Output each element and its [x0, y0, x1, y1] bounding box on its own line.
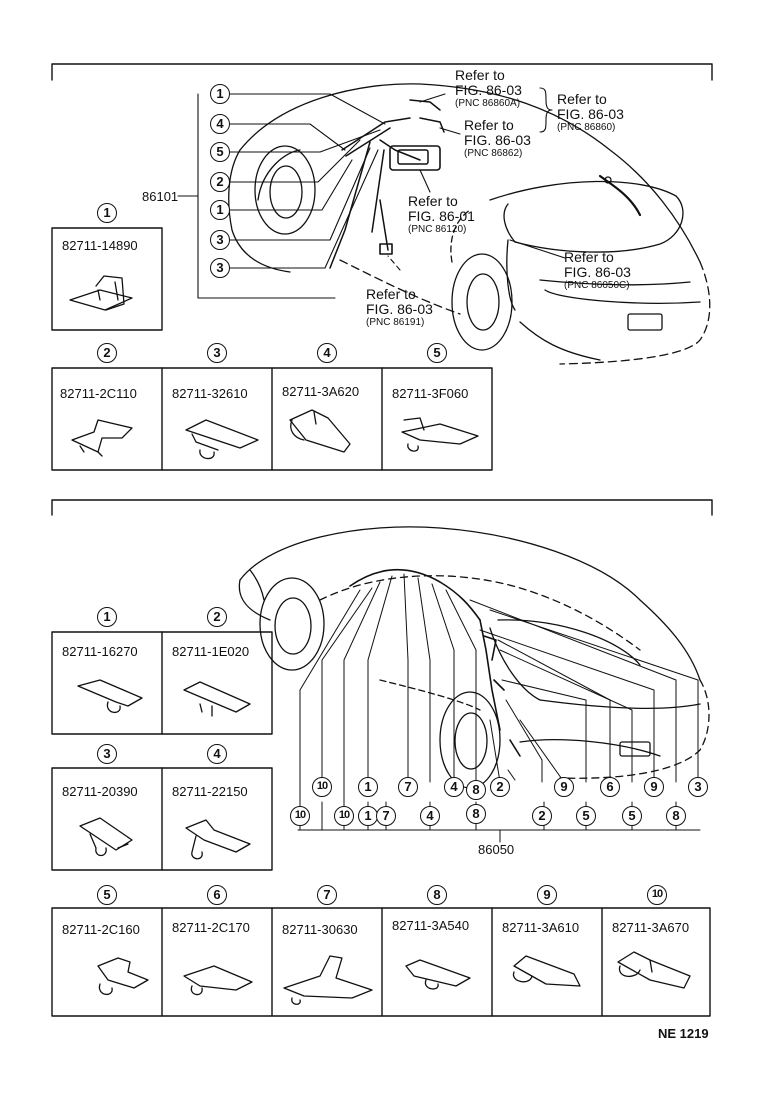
bottom-upper-callout-6: 2 — [490, 777, 510, 797]
top-part-2-circle: 2 — [97, 343, 117, 363]
bottom-lower-callout-7: 2 — [532, 806, 552, 826]
bottom-lower-callout-3: 1 — [358, 806, 378, 826]
bottom-part-2-circle: 2 — [207, 607, 227, 627]
bottom-part-9-number: 82711-3A610 — [502, 920, 580, 935]
bottom-part-5-number: 82711-2C160 — [62, 922, 140, 937]
bottom-part-4-circle: 4 — [207, 744, 227, 764]
top-part-sketches — [69, 275, 479, 460]
bottom-upper-callout-8: 6 — [600, 777, 620, 797]
top-part-1-number: 82711-14890 — [62, 238, 138, 253]
bottom-part-8-number: 82711-3A540 — [392, 918, 470, 933]
bottom-part-8-circle: 8 — [427, 885, 447, 905]
bottom-upper-callout-4: 4 — [444, 777, 464, 797]
bottom-part-7-circle: 7 — [317, 885, 337, 905]
bottom-upper-callout-2: 1 — [358, 777, 378, 797]
top-callout-5: 1 — [210, 200, 230, 220]
bottom-part-1-circle: 1 — [97, 607, 117, 627]
bottom-part-7-number: 82711-30630 — [282, 922, 358, 937]
bottom-upper-callout-9: 9 — [644, 777, 664, 797]
bottom-leader-lines — [297, 573, 701, 843]
bottom-part-3-circle: 3 — [97, 744, 117, 764]
bottom-part-6-number: 82711-2C170 — [172, 920, 250, 935]
bottom-upper-callout-3: 7 — [398, 777, 418, 797]
bottom-part-10-number: 82711-3A670 — [612, 920, 690, 935]
top-callout-7: 3 — [210, 258, 230, 278]
bottom-lower-callout-8: 5 — [576, 806, 596, 826]
bottom-part-10-circle: 10 — [647, 885, 667, 905]
top-car-outline — [228, 83, 711, 365]
bottom-part-1-number: 82711-16270 — [62, 644, 138, 659]
bottom-part-9-circle: 9 — [537, 885, 557, 905]
bottom-lower-callout-10: 8 — [666, 806, 686, 826]
top-callout-2: 4 — [210, 114, 230, 134]
top-part-4-number: 82711-3A620 — [282, 384, 360, 399]
top-callout-3: 5 — [210, 142, 230, 162]
top-wiring-harness — [329, 99, 445, 269]
bottom-lower-callout-9: 5 — [622, 806, 642, 826]
bottom-upper-callout-5: 8 — [466, 804, 486, 824]
top-part-1-circle: 1 — [97, 203, 117, 223]
bottom-part-2-number: 82711-1E020 — [172, 644, 250, 659]
top-part-5-number: 82711-3F060 — [392, 386, 469, 401]
bottom-lower-callout-4: 7 — [376, 806, 396, 826]
top-part-box-1 — [51, 227, 163, 331]
bottom-part-sketches — [77, 679, 691, 1005]
top-callout-6: 3 — [210, 230, 230, 250]
top-part-3-circle: 3 — [207, 343, 227, 363]
top-part-4-circle: 4 — [317, 343, 337, 363]
top-part-5-circle: 5 — [427, 343, 447, 363]
bottom-upper-callout-7: 9 — [554, 777, 574, 797]
top-frame-bracket — [51, 63, 713, 81]
bottom-part-row-5-10 — [51, 907, 711, 1017]
bottom-upper-callout-10: 3 — [688, 777, 708, 797]
bottom-lower-callout-1: 10 — [290, 806, 310, 826]
sheet-code: NE 1219 — [658, 1026, 709, 1041]
bottom-car-outline — [238, 526, 710, 789]
top-part-2-number: 82711-2C110 — [60, 386, 137, 401]
top-assembly-number: 86101 — [142, 189, 179, 204]
bottom-assembly-number: 86050 — [478, 842, 515, 857]
bottom-lower-callout-5: 4 — [420, 806, 440, 826]
bottom-part-3-number: 82711-20390 — [62, 784, 138, 799]
bottom-lower-callout-2: 10 — [334, 806, 354, 826]
top-callout-4: 2 — [210, 172, 230, 192]
bottom-wiring-harness — [349, 568, 521, 757]
bottom-frame-bracket — [51, 499, 713, 516]
bottom-part-6-circle: 6 — [207, 885, 227, 905]
top-leader-lines — [177, 87, 566, 299]
bottom-part-5-circle: 5 — [97, 885, 117, 905]
bottom-lower-callout-6: 8 — [466, 780, 486, 800]
top-callout-1: 1 — [210, 84, 230, 104]
top-part-3-number: 82711-32610 — [172, 386, 248, 401]
bottom-part-4-number: 82711-22150 — [172, 784, 248, 799]
bottom-upper-callout-1: 10 — [312, 777, 332, 797]
